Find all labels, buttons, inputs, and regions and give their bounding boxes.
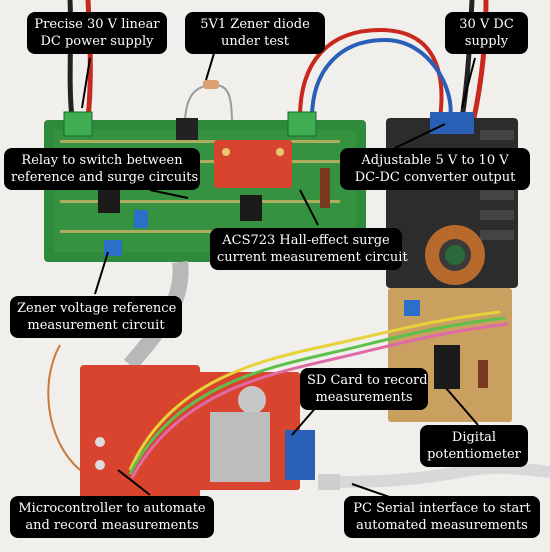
coin-cell <box>238 386 266 414</box>
sd-card <box>285 430 315 480</box>
terminal-block-left <box>63 111 93 137</box>
blue-wire-loop <box>310 37 453 119</box>
ic-chip-2 <box>240 195 262 221</box>
label-sd-card: SD Card to record measurements <box>300 368 428 410</box>
label-zener-reference-circuit: Zener voltage reference measurement circ… <box>10 296 182 338</box>
digital-pot-chip <box>434 345 460 389</box>
label-zener-under-test: 5V1 Zener diode under test <box>185 12 325 54</box>
terminal-block-black <box>176 118 198 140</box>
label-microcontroller: Microcontroller to automate and record m… <box>10 496 214 538</box>
relay-jumper <box>134 210 148 228</box>
trimmer-pot <box>104 240 122 256</box>
label-relay-switch: Relay to switch between reference and su… <box>4 148 200 190</box>
zener-diode <box>203 80 219 89</box>
twisted-wire-pink <box>130 322 509 479</box>
sd-card-slot <box>210 412 270 482</box>
label-dc-power-supply: Precise 30 V linear DC power supply <box>27 12 167 54</box>
label-pc-serial-interface: PC Serial interface to start automated m… <box>344 496 540 538</box>
acs723-board <box>214 140 292 188</box>
usb-cable <box>329 461 550 488</box>
terminal-block-right <box>287 111 317 137</box>
label-dc-dc-converter: Adjustable 5 V to 10 V DC-DC converter o… <box>340 148 530 190</box>
red-wire-loop <box>298 27 444 119</box>
twisted-wire-yellow <box>128 310 501 471</box>
converter-terminal <box>430 112 474 134</box>
label-digital-potentiometer: Digital potentiometer <box>420 425 528 467</box>
label-hall-effect-circuit: ACS723 Hall-effect surge current measure… <box>210 228 408 270</box>
ic-chip <box>98 185 120 213</box>
label-30v-supply: 30 V DC supply <box>445 12 528 54</box>
twisted-wire-green <box>128 316 506 475</box>
